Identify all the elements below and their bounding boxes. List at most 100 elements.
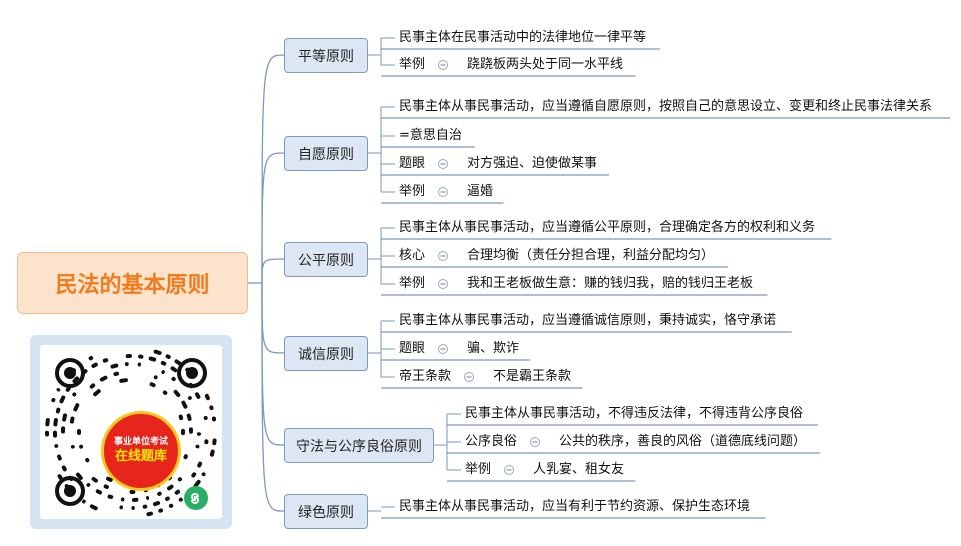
- qr-module: [153, 375, 158, 380]
- qr-module: [164, 496, 170, 501]
- qr-module: [195, 392, 201, 399]
- qr-finder-ring-2: [55, 476, 85, 506]
- item-text-1-3[interactable]: 逼婚: [467, 184, 494, 199]
- qr-badge-line2: 在线题库: [114, 449, 167, 464]
- item-label-1-3[interactable]: 举例: [399, 184, 426, 199]
- item-label-3-2[interactable]: 帝王条款: [399, 369, 452, 384]
- branch-connector-2: [261, 258, 285, 284]
- qr-module: [53, 418, 58, 427]
- qr-module: [120, 497, 125, 502]
- qr-module: [91, 362, 98, 368]
- qr-module: [146, 511, 153, 517]
- item-text-3-0[interactable]: 民事主体从事民事活动，应当遵循诚信原则，秉持诚实，恪守承诺: [399, 313, 777, 328]
- qr-module: [201, 472, 206, 477]
- qr-module: [160, 360, 167, 366]
- qr-module: [170, 366, 178, 373]
- topic-4[interactable]: 守法与公序良俗原则: [284, 428, 434, 463]
- mini-program-qr-card: 事业单位考试 在线题库: [30, 335, 232, 529]
- item-text-0-0[interactable]: 民事主体在民事活动中的法律地位一律平等: [399, 30, 647, 45]
- qr-module: [187, 396, 192, 400]
- branch-connector-4: [261, 282, 285, 446]
- qr-module: [142, 504, 148, 509]
- item-text-1-0[interactable]: 民事主体从事民事活动，应当遵循自愿原则，按照自己的意思设立、变更和终止民事法律关…: [399, 99, 933, 114]
- topic-3[interactable]: 诚信原则: [284, 336, 368, 371]
- item-text-5-0[interactable]: 民事主体从事民事活动，应当有利于节约资源、保护生态环境: [399, 499, 751, 514]
- qr-module: [171, 376, 176, 382]
- qr-module: [79, 444, 84, 449]
- item-label-0-1[interactable]: 举例: [399, 57, 426, 72]
- qr-module: [72, 392, 77, 397]
- qr-code: 事业单位考试 在线题库: [40, 345, 222, 519]
- topic-2[interactable]: 公平原则: [284, 242, 368, 277]
- qr-module: [119, 505, 123, 510]
- qr-module: [45, 418, 50, 427]
- qr-module: [211, 416, 217, 422]
- item-label-2-1[interactable]: 核心: [399, 248, 426, 263]
- qr-module: [174, 359, 182, 366]
- qr-module: [191, 472, 197, 478]
- qr-module: [57, 474, 63, 480]
- qr-module: [146, 495, 150, 500]
- qr-module: [197, 461, 203, 468]
- item-text-0-1[interactable]: 跷跷板两头处于同一水平线: [467, 57, 624, 72]
- item-label-1-2[interactable]: 题眼: [399, 156, 426, 171]
- item-text-4-0[interactable]: 民事主体从事民事活动，不得违反法律，不得违背公序良俗: [465, 406, 804, 421]
- item-text-4-2[interactable]: 人乳宴、租女友: [533, 462, 625, 477]
- qr-module: [178, 414, 184, 421]
- item-text-1-2[interactable]: 对方强迫、迫使做某事: [467, 156, 598, 171]
- qr-module: [85, 457, 90, 463]
- qr-module: [158, 508, 164, 513]
- qr-module: [99, 375, 108, 382]
- qr-module: [204, 393, 210, 401]
- qr-module: [209, 405, 214, 411]
- topic-0[interactable]: 平等原则: [284, 38, 368, 73]
- qr-module: [162, 390, 168, 395]
- topic-1[interactable]: 自愿原则: [284, 136, 368, 171]
- qr-module: [73, 403, 80, 412]
- qr-module: [165, 354, 171, 359]
- qr-module: [148, 356, 157, 362]
- item-text-3-2[interactable]: 不是霸王条款: [493, 369, 572, 384]
- qr-module: [77, 429, 81, 435]
- qr-module: [70, 444, 75, 449]
- item-text-2-2[interactable]: 我和王老板做生意：赚的钱归我，赔的钱归王老板: [467, 276, 754, 291]
- branch-connector-1: [261, 152, 285, 284]
- qr-module: [153, 349, 162, 355]
- wechat-mini-program-icon: [184, 486, 208, 510]
- qr-module: [186, 413, 192, 421]
- qr-badge-line1: 事业单位考试: [113, 437, 168, 447]
- qr-module: [102, 358, 109, 363]
- qr-module: [54, 444, 59, 448]
- item-label-2-2[interactable]: 举例: [399, 276, 426, 291]
- item-label-3-1[interactable]: 题眼: [399, 341, 426, 356]
- qr-module: [195, 444, 200, 449]
- qr-module: [75, 472, 83, 480]
- qr-module: [177, 477, 182, 482]
- qr-center-badge: 事业单位考试 在线题库: [101, 411, 181, 491]
- qr-module: [125, 353, 133, 359]
- item-text-2-1[interactable]: 合理均衡（责任分担合理，利益分配均匀）: [467, 248, 715, 263]
- topic-5[interactable]: 绿色原则: [284, 494, 368, 529]
- qr-module: [72, 376, 80, 384]
- item-label-4-1[interactable]: 公序良俗: [465, 434, 518, 449]
- qr-module: [137, 362, 141, 367]
- qr-module: [60, 426, 66, 434]
- qr-finder-ring-1: [177, 358, 207, 388]
- qr-module: [69, 416, 75, 424]
- qr-module: [131, 497, 139, 502]
- qr-module: [91, 476, 98, 483]
- qr-module: [181, 400, 188, 409]
- item-text-1-1[interactable]: =意思自治: [399, 128, 462, 143]
- qr-module: [82, 499, 86, 504]
- item-label-4-2[interactable]: 举例: [465, 462, 492, 477]
- qr-code-pattern: [44, 349, 217, 517]
- qr-module: [196, 432, 201, 436]
- qr-module: [62, 413, 68, 422]
- root-topic[interactable]: 民法的基本原则: [17, 252, 248, 314]
- qr-module: [52, 430, 58, 438]
- item-text-2-0[interactable]: 民事主体从事民事活动，应当遵循公平原则，合理确定各方的权利和义务: [399, 220, 816, 235]
- item-text-4-1[interactable]: 公共的秩序，善良的风俗（道德底线问题）: [559, 434, 807, 449]
- item-text-3-1[interactable]: 骗、欺诈: [467, 341, 520, 356]
- qr-module: [178, 497, 183, 502]
